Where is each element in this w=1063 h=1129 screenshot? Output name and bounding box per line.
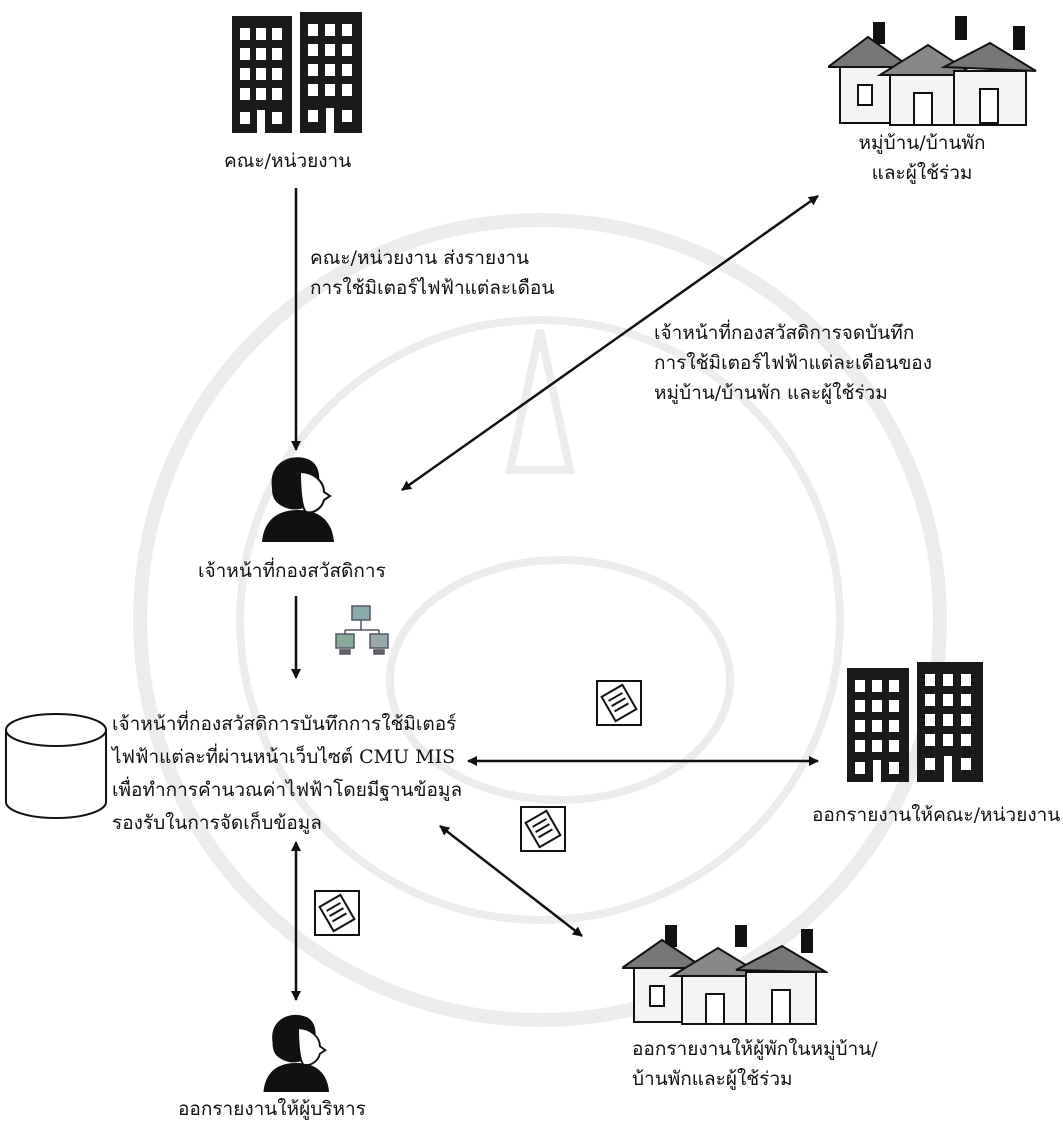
village-label: หมู่บ้าน/บ้านพัก และผู้ใช้ร่วม [812, 128, 1032, 188]
faculty-report-label: ออกรายงานให้คณะ/หน่วยงาน [812, 804, 1061, 826]
village-report-line1: ออกรายงานให้ผู้พักในหมู่บ้าน/ [632, 1038, 878, 1060]
edge-label-staff-village: เจ้าหน้าที่กองสวัสดิการจดบันทึก การใช้มิ… [654, 318, 932, 408]
person-icon [262, 457, 334, 542]
system-line4: รองรับในการจัดเก็บข้อมูล [112, 812, 322, 834]
system-line1: เจ้าหน้าที่กองสวัสดิการบันทึกการใช้มิเตอ… [112, 713, 457, 735]
person-icon [263, 1014, 330, 1092]
building-icon [847, 662, 983, 782]
arrow-system-village [439, 825, 583, 937]
edge-label-line1: เจ้าหน้าที่กองสวัสดิการจดบันทึก [654, 322, 915, 344]
edge-label-faculty-to-staff: คณะ/หน่วยงาน ส่งรายงาน การใช้มิเตอร์ไฟฟ้… [310, 243, 554, 303]
system-line2: ไฟฟ้าแต่ละที่ผ่านหน้าเว็บไซต์ CMU MIS [112, 746, 456, 768]
houses-icon [622, 925, 828, 1025]
system-line3: เพื่อทำการคำนวณค่าไฟฟ้าโดยมีฐานข้อมูล [112, 779, 463, 801]
faculty-label: คณะ/หน่วยงาน [224, 150, 352, 172]
village-report-line2: บ้านพักและผู้ใช้ร่วม [632, 1068, 793, 1090]
houses-icon [828, 16, 1037, 126]
executive-report-label: ออกรายงานให้ผู้บริหาร [178, 1098, 366, 1120]
village-label-line1: หมู่บ้าน/บ้านพัก [858, 132, 986, 154]
report-icon [520, 806, 566, 852]
village-report-label: ออกรายงานให้ผู้พักในหมู่บ้าน/ บ้านพักและ… [632, 1034, 878, 1094]
report-icon [314, 890, 360, 936]
edge-label-line2: การใช้มิเตอร์ไฟฟ้าแต่ละเดือนของ [654, 352, 932, 374]
edge-label-line1: คณะ/หน่วยงาน ส่งรายงาน [310, 247, 530, 269]
network-icon [335, 605, 389, 655]
village-label-line2: และผู้ใช้ร่วม [871, 162, 973, 184]
staff-label: เจ้าหน้าที่กองสวัสดิการ [198, 560, 386, 582]
report-icon [596, 680, 642, 726]
system-description: เจ้าหน้าที่กองสวัสดิการบันทึกการใช้มิเตอ… [112, 708, 462, 840]
edge-label-line3: หมู่บ้าน/บ้านพัก และผู้ใช้ร่วม [654, 382, 888, 404]
building-icon [232, 12, 362, 133]
edge-label-line2: การใช้มิเตอร์ไฟฟ้าแต่ละเดือน [310, 277, 555, 299]
database-icon [5, 713, 107, 819]
arrow-staff-village [401, 194, 819, 492]
